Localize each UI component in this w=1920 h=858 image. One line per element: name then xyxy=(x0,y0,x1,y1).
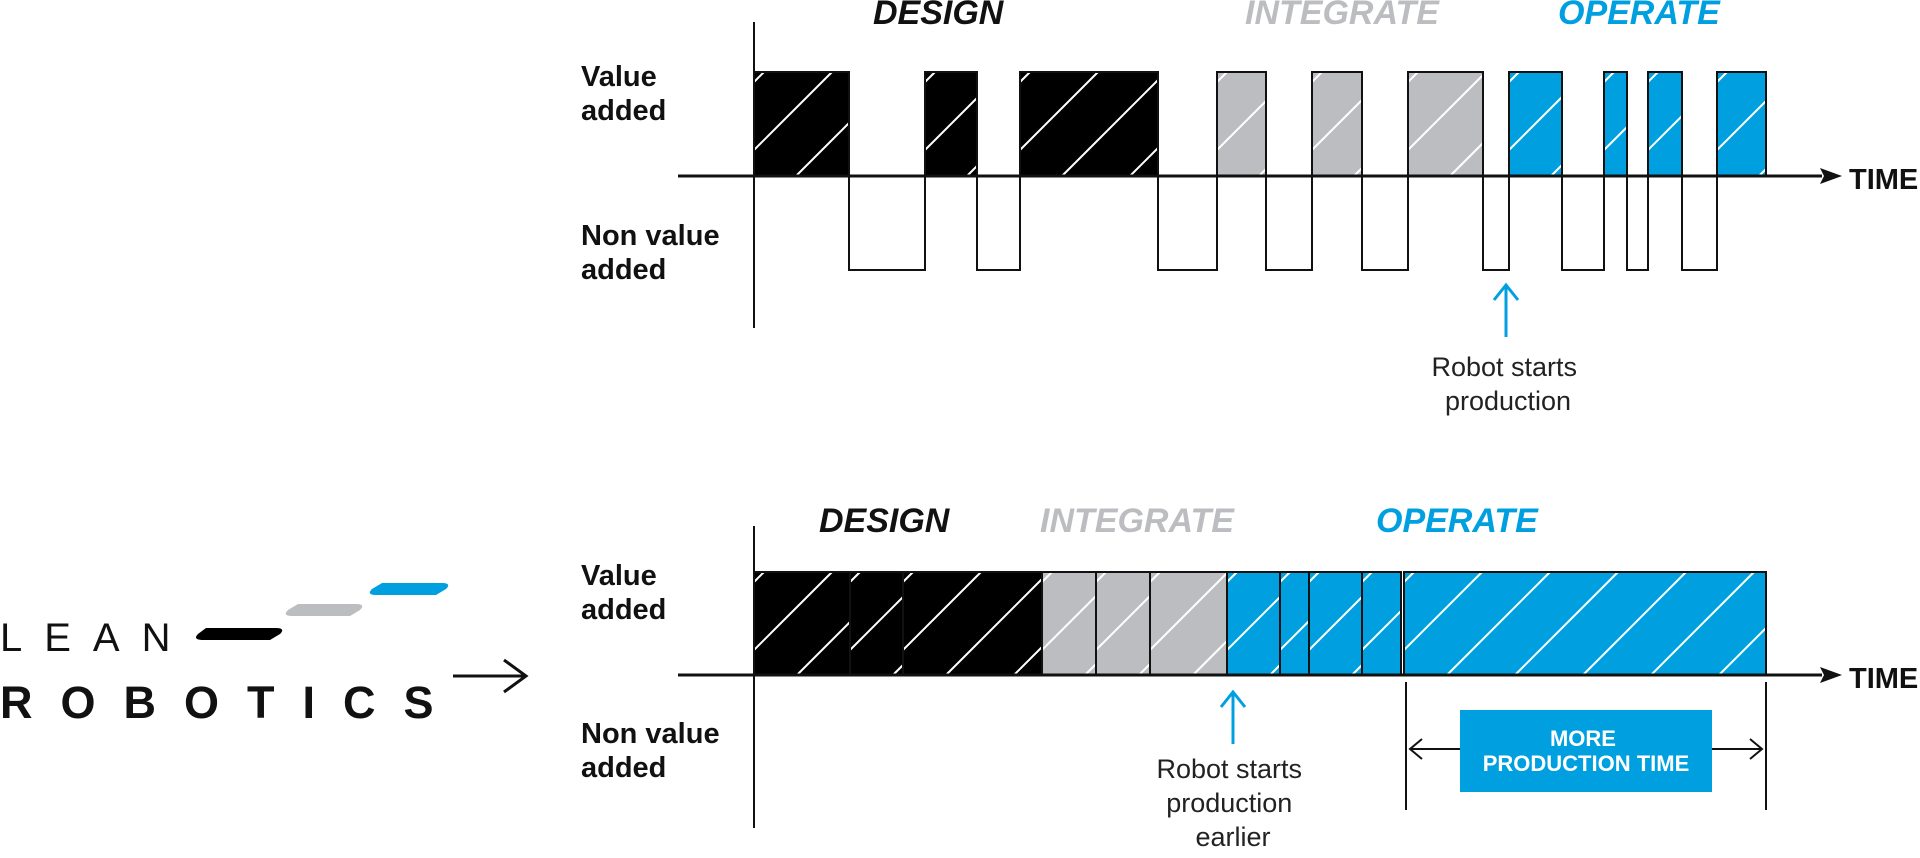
value-block-design xyxy=(924,71,978,177)
value-blocks-top xyxy=(753,71,1767,177)
value-block-integrate xyxy=(1311,71,1363,177)
value-block-design xyxy=(849,571,904,676)
value-block-operate xyxy=(1716,71,1767,177)
logo-arrow xyxy=(453,658,529,694)
logo-stripe-blue xyxy=(369,583,449,595)
time-axis-arrowhead-bottom xyxy=(1820,667,1842,683)
phase-label-operate: OPERATE xyxy=(1376,502,1539,540)
value-block-operate xyxy=(1647,71,1683,177)
up-arrow-icon xyxy=(1219,689,1247,744)
phase-label-integrate: INTEGRATE xyxy=(1040,502,1235,540)
value-block-operate xyxy=(1403,571,1767,676)
production-time-bracket xyxy=(1405,682,1767,810)
non-value-waveform-top xyxy=(754,175,1766,271)
value-block-operate xyxy=(1226,571,1281,676)
value-block-design xyxy=(753,571,851,676)
value-block-integrate xyxy=(1041,571,1097,676)
time-label-bottom: TIME xyxy=(1849,663,1918,695)
phase-label-design: DESIGN xyxy=(819,502,951,540)
phase-label-operate: OPERATE xyxy=(1558,0,1721,32)
chart-top: DESIGN INTEGRATE OPERATE Value added Non… xyxy=(581,0,1918,416)
value-block-integrate xyxy=(1407,71,1484,177)
phase-label-integrate: INTEGRATE xyxy=(1245,0,1440,32)
time-label-top: TIME xyxy=(1849,164,1918,196)
chart-bottom: DESIGN INTEGRATE OPERATE Value added Non… xyxy=(581,502,1918,852)
value-block-design xyxy=(1019,71,1159,177)
value-block-operate xyxy=(1361,571,1402,676)
lean-robotics-logo: LEAN ROBOTICS xyxy=(0,583,529,728)
value-block-operate xyxy=(1508,71,1563,177)
non-value-added-label: Non value added xyxy=(581,718,728,784)
logo-line-lean: LEAN xyxy=(0,616,193,660)
value-block-integrate xyxy=(1216,71,1267,177)
robot-starts-production-label: Robot starts production xyxy=(1431,352,1584,416)
value-block-integrate xyxy=(1095,571,1151,676)
value-block-design xyxy=(753,71,850,177)
value-block-operate xyxy=(1603,71,1628,177)
value-block-design xyxy=(902,571,1043,676)
robot-starts-production-earlier-label: Robot starts production earlier xyxy=(1156,754,1309,852)
logo-stripe-black xyxy=(196,628,283,640)
value-block-operate xyxy=(1279,571,1310,676)
more-production-time-box xyxy=(1460,710,1712,792)
non-value-added-label: Non value added xyxy=(581,220,728,286)
value-blocks-bottom xyxy=(753,571,1767,676)
up-arrow-icon xyxy=(1492,282,1520,337)
value-block-integrate xyxy=(1149,571,1228,676)
value-added-label: Value added xyxy=(581,560,666,626)
logo-line-robotics: ROBOTICS xyxy=(0,677,462,728)
value-added-label: Value added xyxy=(581,61,666,127)
logo-stripe-gray xyxy=(285,604,363,616)
more-production-time-label: MORE PRODUCTION TIME xyxy=(1483,726,1690,776)
phase-label-design: DESIGN xyxy=(873,0,1005,32)
value-block-operate xyxy=(1308,571,1363,676)
time-axis-arrowhead-top xyxy=(1820,168,1842,184)
